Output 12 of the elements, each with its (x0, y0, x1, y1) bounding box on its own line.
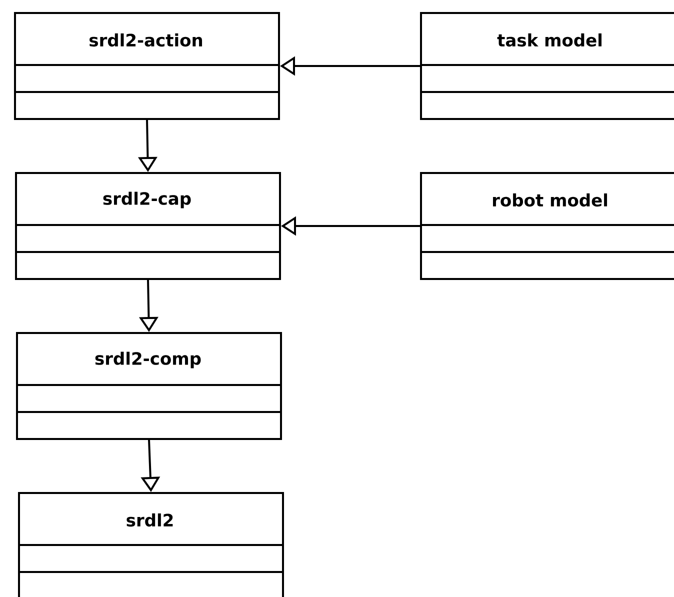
class-box (420, 12, 674, 120)
class-name: srdl2-cap (103, 192, 191, 208)
class-name: robot model (493, 193, 608, 207)
class-box (16, 332, 282, 440)
class-box (15, 172, 281, 280)
class-name: srdl2 (126, 513, 173, 527)
class-box (14, 12, 280, 120)
class-box (420, 172, 674, 280)
class-name: task model (497, 33, 602, 47)
class-box (18, 492, 284, 597)
class-name: srdl2-comp (95, 352, 201, 368)
class-name: srdl2-action (90, 33, 202, 47)
